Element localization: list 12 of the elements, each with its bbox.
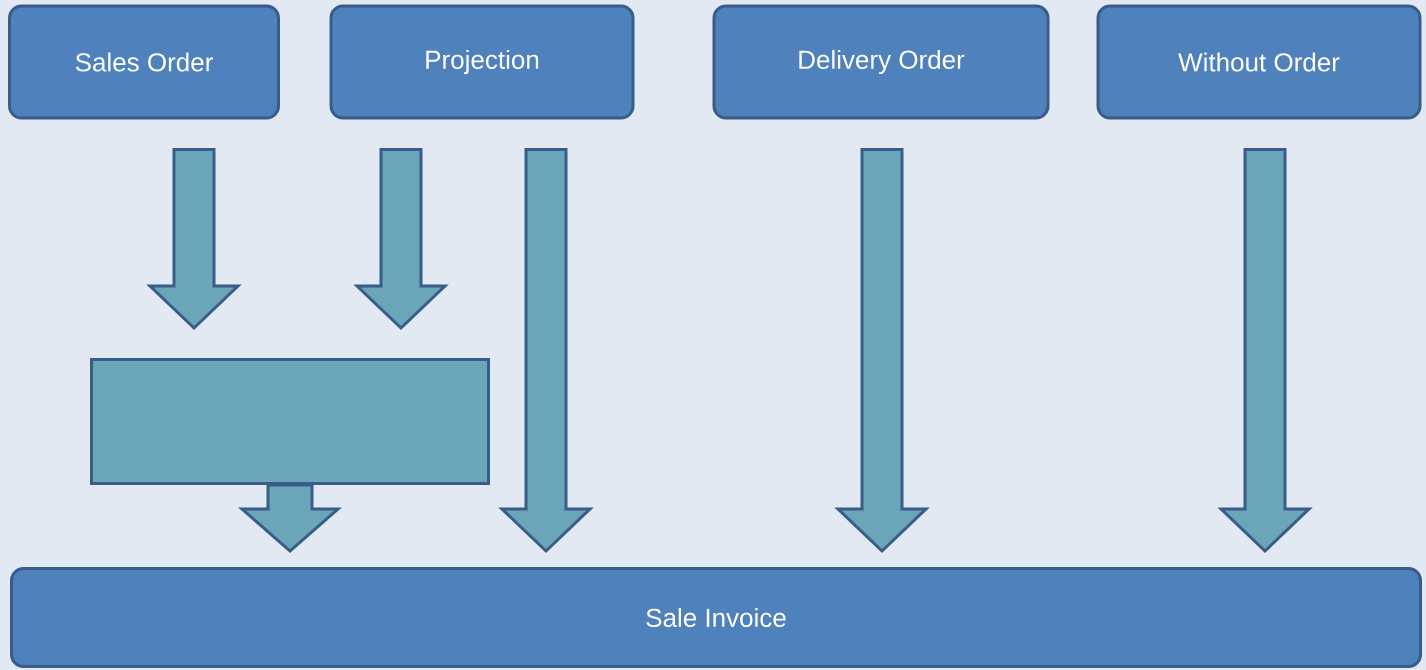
block-arrow (238, 483, 342, 553)
process-box: Without Order (1096, 4, 1422, 120)
process-box: Delivery Order (712, 4, 1050, 120)
block-arrow (146, 148, 242, 331)
block-arrow (1217, 148, 1313, 554)
process-box: Sales Order (8, 4, 280, 120)
merge-box (90, 358, 490, 485)
block-arrow (498, 148, 594, 554)
block-arrow (353, 148, 449, 331)
block-arrow (834, 148, 930, 554)
process-box: Projection (329, 4, 635, 120)
invoice-bar: Sale Invoice (10, 567, 1422, 668)
